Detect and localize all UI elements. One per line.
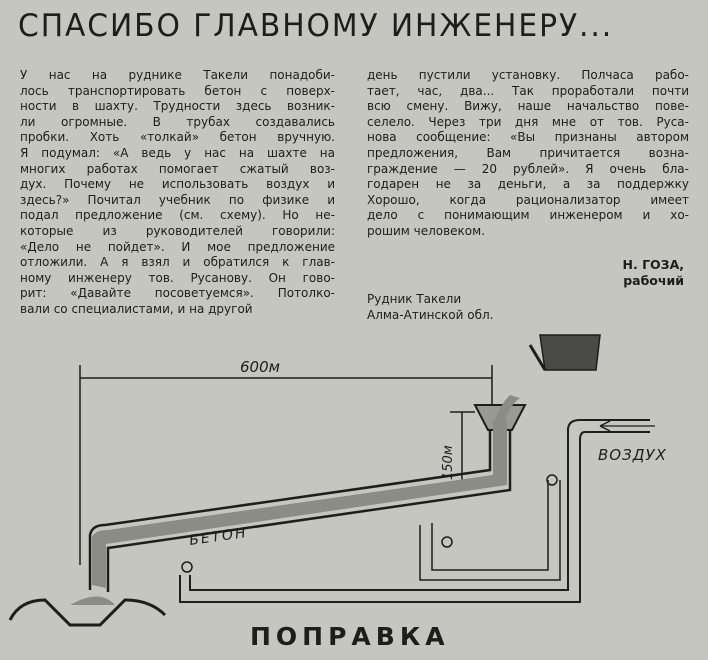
text-line: годарен не за деньги, а за поддержку [367,177,689,192]
next-article-heading: ПОПРАВКА [250,622,450,651]
text-line: селело. Через три дня мне от тов. Руса- [367,114,689,129]
text-line: лось транспортировать бетон с поверх- [20,83,335,98]
text-line: отложили. А я взял и обратился к глав- [20,255,335,270]
air-pipe [189,419,650,591]
ground-pit-icon [8,598,167,627]
text-line: день пустили установку. Полчаса рабо- [367,68,689,82]
valve-icon [546,474,558,486]
text-line: вали со специалистами, и на другой [20,301,253,316]
mine-cart-icon [539,334,601,371]
text-line: ному инженеру тов. Русанову. Он гово- [20,270,335,285]
right-column: день пустили установку. Полчаса рабо-тае… [367,68,689,240]
text-line: рит: «Давайте посоветуемся». Потолко- [20,286,335,301]
text-line: которые из руководителей говорили: [20,223,335,238]
concrete-pipe-lower [106,425,512,592]
text-line: подал предложение (см. схему). Но не- [20,208,335,223]
text-line: рошим человеком. [367,223,486,238]
valve-icon [181,561,193,573]
distance-label: 600м [240,358,280,376]
text-line: ности в шахту. Трудности здесь возник- [20,99,335,114]
text-line: ли огромные. В трубах создавались [20,114,335,129]
text-line: Я подумал: «А ведь у нас на шахте на [20,145,335,160]
text-line: «Дело не пойдет». И мое предложение [20,239,335,254]
text-line: пробки. Хоть «толкай» бетон вручную. [20,130,335,145]
concrete-pipe-diagram: 600м 150м БЕТОН ВОЗДУХ [8,334,667,627]
concrete-pipe-upper [88,425,492,590]
text-line: предложения, Вам причитается возна- [367,145,689,160]
author-name: Н. ГОЗА, [622,257,684,272]
place: Рудник Такели Алма-Атинской обл. [367,291,494,323]
place-line-1: Рудник Такели [367,292,462,306]
air-label: ВОЗДУХ [598,446,667,464]
height-label: 150м [441,445,456,480]
author-role: рабочий [623,273,684,288]
text-line: нова сообщение: «Вы признаны автором [367,130,689,145]
place-line-2: Алма-Атинской обл. [367,308,494,322]
valve-icon [441,536,453,548]
text-line: дух. Почему не использовать воздух и [20,177,335,192]
text-line: тает, час, два... Так проработали почти [367,83,689,98]
text-line: дело с понимающим инженером и хо- [367,208,689,223]
signature: Н. ГОЗА, рабочий [623,257,684,289]
text-line: многих работах помогает сжатый воз- [20,161,335,176]
text-line: Хорошо, когда рационализатор имеет [367,192,689,207]
text-line: всю смену. Вижу, наше начальство пове- [367,99,689,114]
article-title: СПАСИБО ГЛАВНОМУ ИНЖЕНЕРУ... [18,8,614,44]
left-column: У нас на руднике Такели понадоби-лось тр… [20,68,335,318]
text-line: граждение — 20 рублей». Я очень бла- [367,161,689,176]
text-line: У нас на руднике Такели понадоби- [20,68,335,82]
text-line: здесь?» Почитал учебник по физике и [20,192,335,207]
